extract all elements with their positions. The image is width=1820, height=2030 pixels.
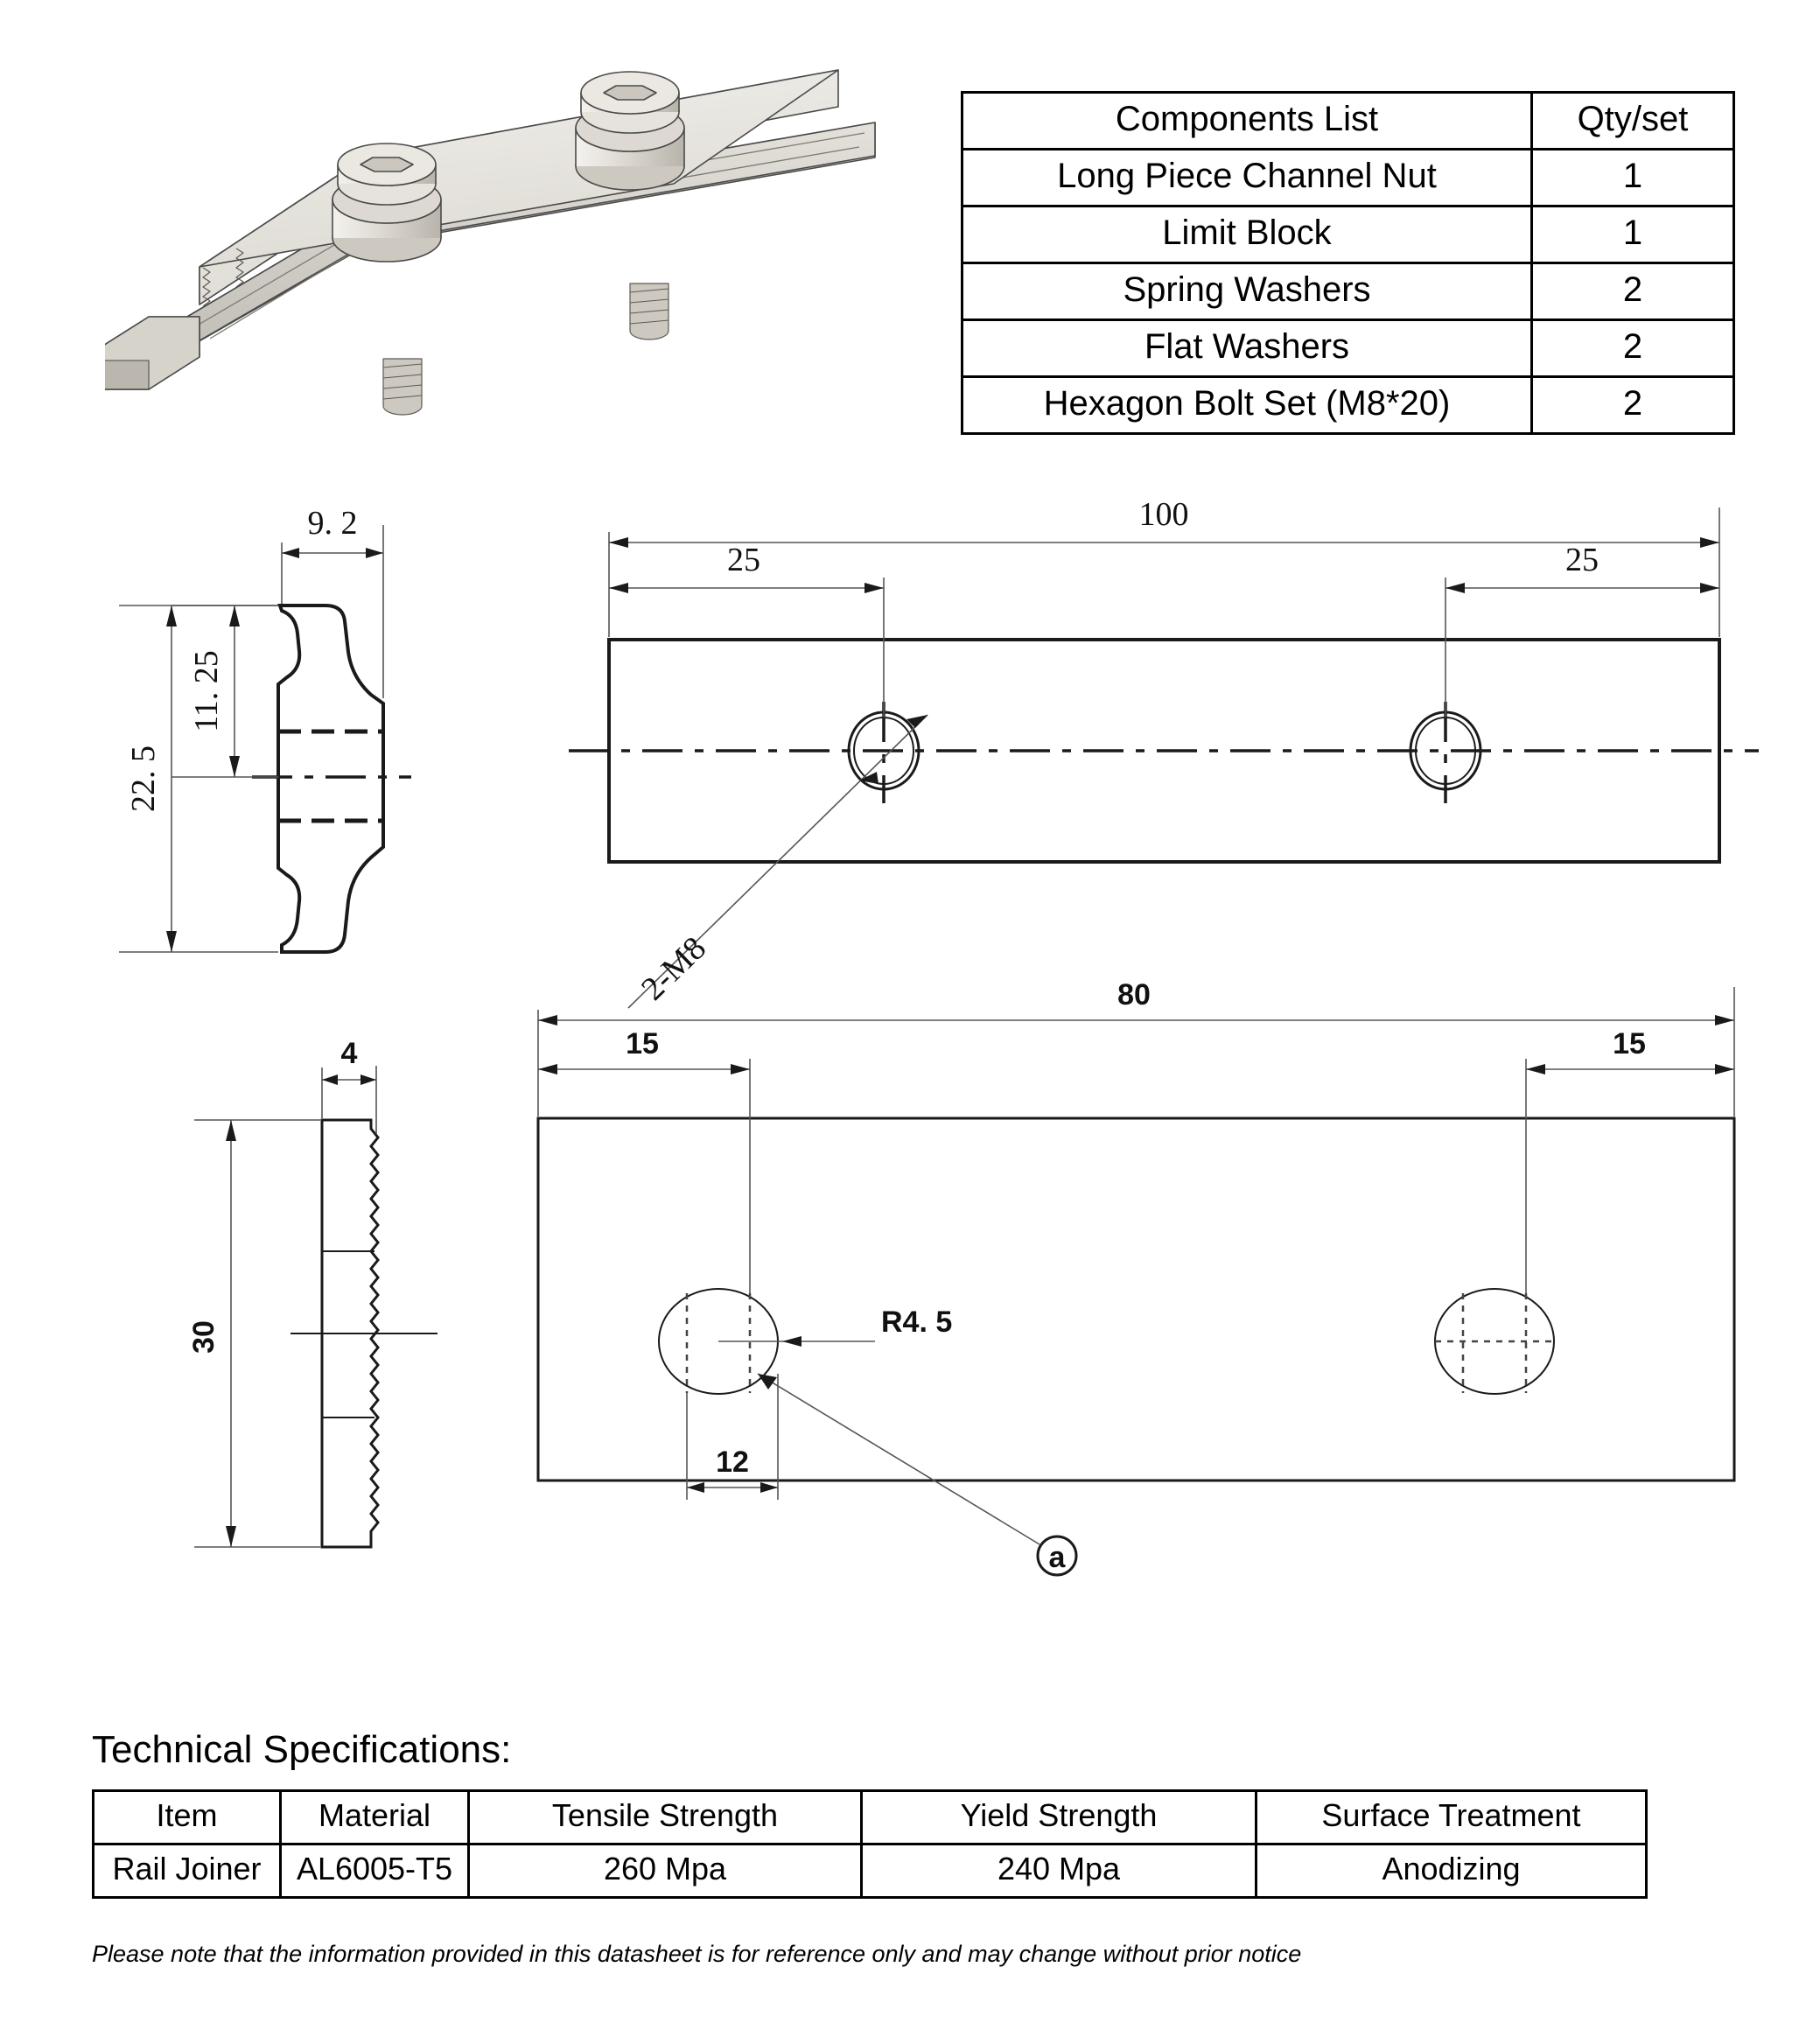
dim-left-hole-offset: 25 — [727, 542, 760, 578]
table-row: Rail Joiner AL6005-T5 260 Mpa 240 Mpa An… — [92, 1843, 1648, 1899]
qty-header: Qty/set — [1530, 91, 1735, 150]
dim-right-slot-offset: 15 — [1613, 1027, 1646, 1060]
spec-value-yield: 240 Mpa — [860, 1843, 1257, 1899]
dim-right-hole-offset: 25 — [1565, 542, 1599, 578]
spec-header-yield: Yield Strength — [860, 1789, 1257, 1845]
dim-slot-width: 12 — [716, 1446, 749, 1479]
tech-spec-table: Item Material Tensile Strength Yield Str… — [92, 1789, 1648, 1899]
tech-spec-heading: Technical Specifications: — [92, 1728, 512, 1771]
dim-left-slot-offset: 15 — [626, 1027, 659, 1060]
component-qty: 1 — [1530, 205, 1735, 264]
components-list-header: Components List — [961, 91, 1533, 150]
dim-block-thickness: 4 — [341, 1037, 358, 1070]
table-header-row: Components List Qty/set — [961, 91, 1735, 150]
table-header-row: Item Material Tensile Strength Yield Str… — [92, 1789, 1648, 1845]
slot-left — [658, 1288, 779, 1395]
channel-nut-top-view: 100 25 25 2-M8 — [569, 496, 1759, 1009]
component-qty: 2 — [1530, 262, 1735, 321]
dim-section-width: 9. 2 — [308, 505, 358, 542]
limit-block-side-view: 4 30 — [187, 1037, 438, 1549]
callout-marker-a: a — [1049, 1541, 1067, 1574]
component-name: Limit Block — [961, 205, 1533, 264]
table-row: Limit Block 1 — [961, 205, 1735, 264]
limit-block-top-view: 80 15 15 12 R4. 5 — [536, 978, 1736, 1577]
channel-nut-cross-section: 9. 2 11. 25 22. 5 — [119, 505, 411, 954]
dim-section-upper-height: 11. 25 — [188, 650, 225, 732]
dim-block-length: 80 — [1117, 978, 1151, 1012]
spec-header-tensile: Tensile Strength — [467, 1789, 863, 1845]
spec-header-surface: Surface Treatment — [1255, 1789, 1648, 1845]
spec-value-surface: Anodizing — [1255, 1843, 1648, 1899]
dim-block-height: 30 — [187, 1320, 220, 1354]
component-qty: 2 — [1530, 375, 1735, 435]
spec-value-material: AL6005-T5 — [279, 1843, 470, 1899]
component-name: Flat Washers — [961, 318, 1533, 378]
table-row: Flat Washers 2 — [961, 318, 1735, 378]
dim-section-total-height: 22. 5 — [125, 746, 162, 812]
spec-header-material: Material — [279, 1789, 470, 1845]
component-qty: 2 — [1530, 318, 1735, 378]
component-name: Long Piece Channel Nut — [961, 148, 1533, 207]
component-qty: 1 — [1530, 148, 1735, 207]
table-row: Long Piece Channel Nut 1 — [961, 148, 1735, 207]
disclaimer-footnote: Please note that the information provide… — [92, 1941, 1302, 1967]
component-name: Spring Washers — [961, 262, 1533, 321]
components-list-table: Components List Qty/set Long Piece Chann… — [961, 91, 1735, 435]
spec-header-item: Item — [92, 1789, 282, 1845]
table-row: Hexagon Bolt Set (M8*20) 2 — [961, 375, 1735, 435]
component-name: Hexagon Bolt Set (M8*20) — [961, 375, 1533, 435]
dim-slot-radius: R4. 5 — [881, 1306, 952, 1339]
slot-right — [1434, 1288, 1556, 1395]
spec-value-item: Rail Joiner — [92, 1843, 282, 1899]
spec-value-tensile: 260 Mpa — [467, 1843, 863, 1899]
table-row: Spring Washers 2 — [961, 262, 1735, 321]
dim-total-length: 100 — [1139, 496, 1189, 533]
